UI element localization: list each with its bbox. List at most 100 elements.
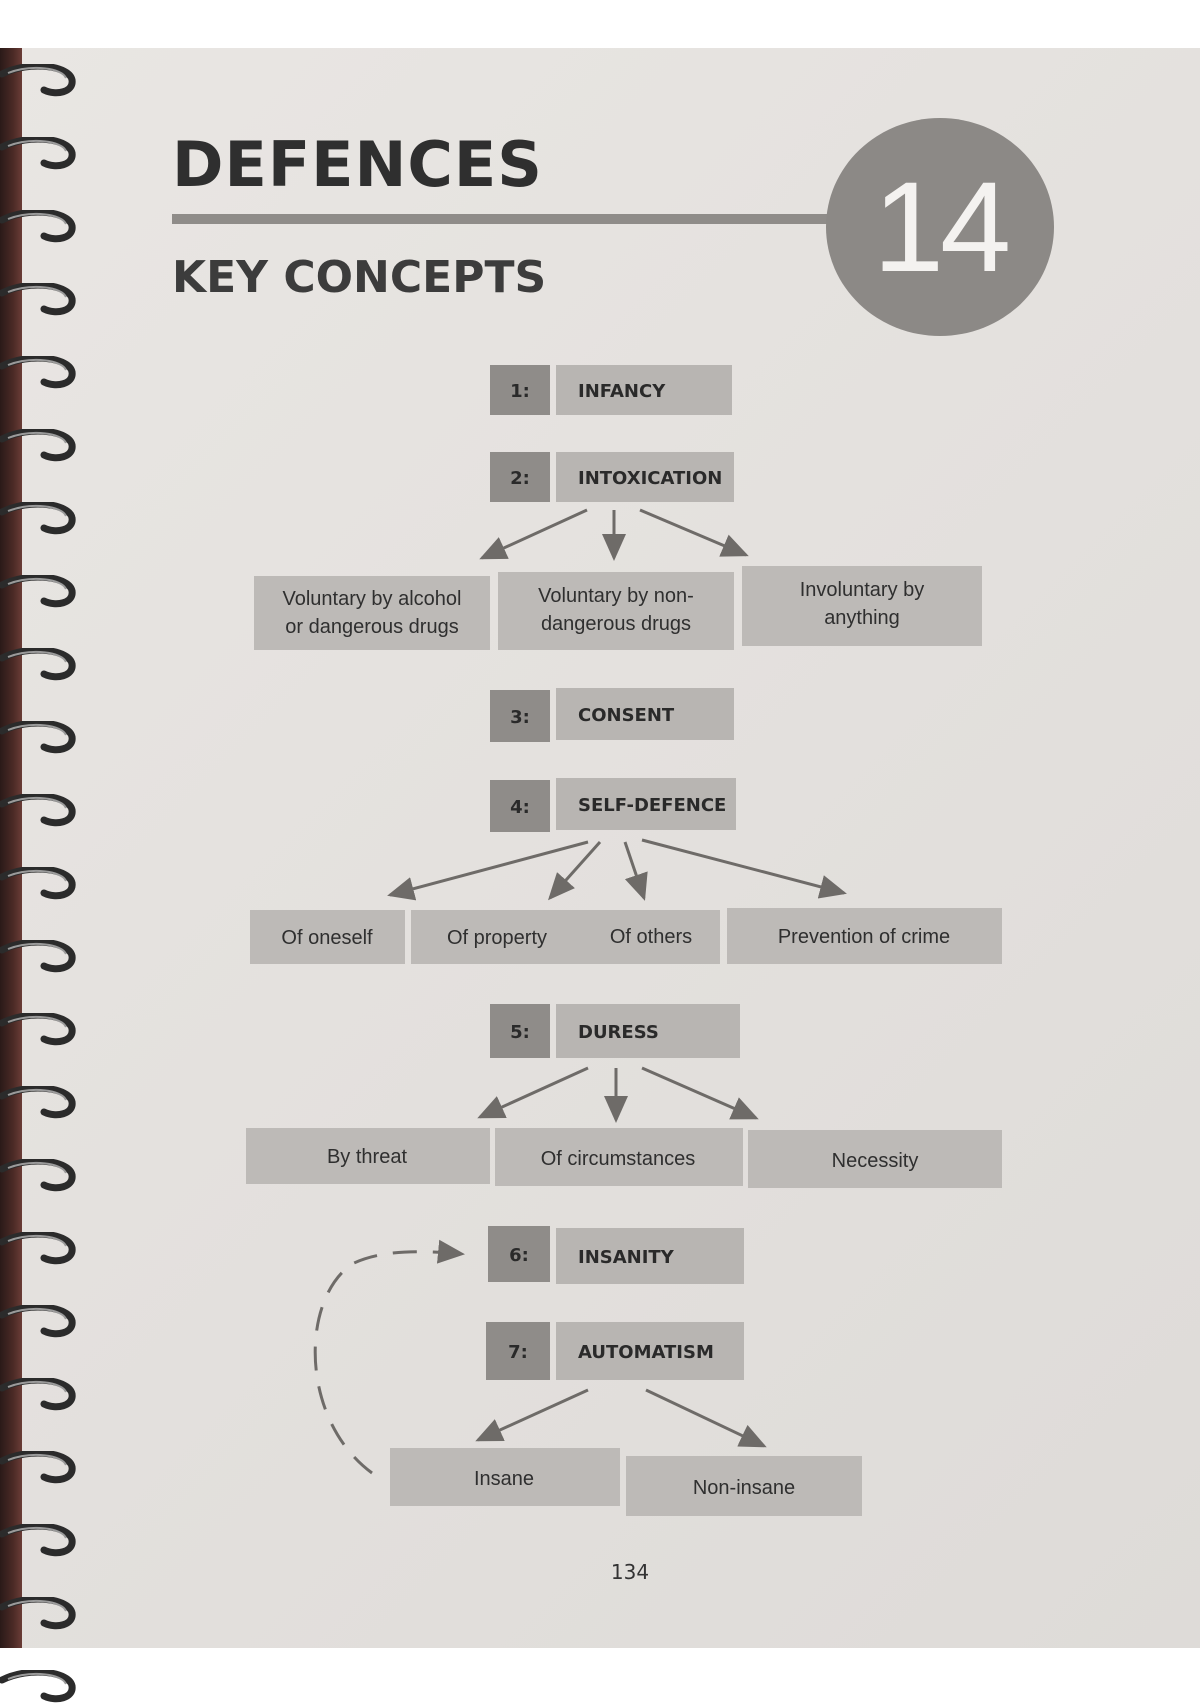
option-label: Of others xyxy=(610,926,692,948)
option-box xyxy=(246,1128,490,1184)
automatism-option-insane: Insane xyxy=(390,1448,620,1506)
self-defence-option-prevention-of-crime: Prevention of crime xyxy=(727,908,1002,964)
intoxication-option-voluntary-non-dangerous: Voluntary by non- dangerous drugs xyxy=(498,572,734,650)
section-subtitle: KEY CONCEPTS xyxy=(172,252,547,303)
branch-arrow xyxy=(387,840,589,901)
branch-arrow xyxy=(641,1066,759,1120)
option-label: Necessity xyxy=(832,1150,919,1172)
insanity-link-dashed-arrow xyxy=(313,1239,465,1475)
defence-number-box xyxy=(490,365,550,415)
branch-arrow xyxy=(479,508,588,560)
option-label: Insane xyxy=(474,1468,534,1490)
chapter-number-badge: 14 xyxy=(826,118,1054,336)
defence-label-box xyxy=(556,365,732,415)
binding-ring xyxy=(0,1159,76,1192)
option-label: Of property xyxy=(447,927,547,949)
binding-ring xyxy=(0,721,76,754)
option-label-line: Voluntary by non- xyxy=(538,585,694,607)
option-label-line: Involuntary by xyxy=(800,579,925,601)
defence-intoxication: 2: INTOXICATION xyxy=(490,452,734,502)
branch-arrow xyxy=(475,1388,589,1442)
defence-label: INTOXICATION xyxy=(578,468,722,489)
defence-number-box xyxy=(490,1004,550,1058)
option-box xyxy=(748,1130,1002,1188)
defence-number-box xyxy=(490,690,550,742)
defence-number-box xyxy=(488,1226,550,1282)
binding-ring xyxy=(0,940,76,973)
option-box xyxy=(583,910,720,964)
option-label: Of circumstances xyxy=(541,1148,695,1170)
defence-duress: 5: DURESS xyxy=(490,1004,740,1058)
binding-ring xyxy=(0,1086,76,1119)
defence-label: CONSENT xyxy=(578,705,675,726)
intoxication-option-involuntary: Involuntary by anything xyxy=(742,566,982,646)
duress-option-circumstances: Of circumstances xyxy=(495,1128,743,1186)
binding-ring xyxy=(0,1013,76,1046)
spiral-binding xyxy=(0,48,22,1648)
binding-ring xyxy=(0,137,76,170)
option-box xyxy=(626,1456,862,1516)
option-box xyxy=(727,908,1002,964)
option-box xyxy=(495,1128,743,1186)
binding-ring xyxy=(0,867,76,900)
defence-number-box xyxy=(490,780,550,832)
binding-ring xyxy=(0,64,76,97)
defence-insanity: 6: INSANITY xyxy=(488,1226,744,1284)
binding-ring xyxy=(0,210,76,243)
binding-ring xyxy=(0,283,76,316)
title-rule xyxy=(172,214,852,224)
branch-arrow xyxy=(641,838,847,899)
binding-ring xyxy=(0,1232,76,1265)
option-label: Prevention of crime xyxy=(778,926,950,948)
option-box xyxy=(498,572,734,650)
branch-arrow xyxy=(477,1066,589,1119)
defence-number: 4: xyxy=(510,797,530,818)
option-box xyxy=(742,566,982,646)
defence-label: INSANITY xyxy=(578,1247,675,1268)
defence-number: 5: xyxy=(510,1022,530,1043)
defence-consent: 3: CONSENT xyxy=(490,688,734,742)
option-label-line: dangerous drugs xyxy=(541,613,691,635)
defence-number: 6: xyxy=(509,1245,529,1266)
binding-ring xyxy=(0,1305,76,1338)
self-defence-option-others: Of others xyxy=(583,910,720,964)
duress-option-by-threat: By threat xyxy=(246,1128,490,1184)
defence-label-box xyxy=(556,1322,744,1380)
defence-number-box xyxy=(490,452,550,502)
defence-label-box xyxy=(556,1228,744,1284)
defence-label: AUTOMATISM xyxy=(578,1342,714,1363)
option-label: Non-insane xyxy=(693,1477,795,1499)
option-box xyxy=(390,1448,620,1506)
defence-label-box xyxy=(556,1004,740,1058)
defence-label-box xyxy=(556,778,736,830)
option-label: Of oneself xyxy=(281,927,373,949)
defence-label: INFANCY xyxy=(578,381,666,402)
defence-automatism: 7: AUTOMATISM xyxy=(486,1322,744,1380)
binding-ring xyxy=(0,356,76,389)
defence-infancy: 1: INFANCY xyxy=(490,365,732,415)
branch-arrow xyxy=(548,841,602,901)
binding-ring xyxy=(0,429,76,462)
defence-number: 3: xyxy=(510,707,530,728)
binding-ring xyxy=(0,1378,76,1411)
automatism-option-non-insane: Non-insane xyxy=(626,1456,862,1516)
defence-label: SELF-DEFENCE xyxy=(578,795,726,816)
branch-arrow xyxy=(639,508,749,557)
binding-ring xyxy=(0,1597,76,1630)
binding-ring xyxy=(0,575,76,608)
option-box xyxy=(411,910,583,964)
defence-number: 2: xyxy=(510,468,530,489)
binding-ring xyxy=(0,794,76,827)
self-defence-option-property: Of property xyxy=(411,910,583,964)
self-defence-option-oneself: Of oneself xyxy=(250,910,405,964)
intoxication-option-voluntary-alcohol: Voluntary by alcohol or dangerous drugs xyxy=(254,576,490,650)
branch-arrow xyxy=(645,1388,767,1448)
binding-ring xyxy=(0,502,76,535)
option-box xyxy=(254,576,490,650)
binding-ring xyxy=(0,1524,76,1557)
binding-ring xyxy=(0,1451,76,1484)
defence-number: 1: xyxy=(510,381,530,402)
binding-ring xyxy=(0,648,76,681)
option-label: By threat xyxy=(327,1146,407,1168)
